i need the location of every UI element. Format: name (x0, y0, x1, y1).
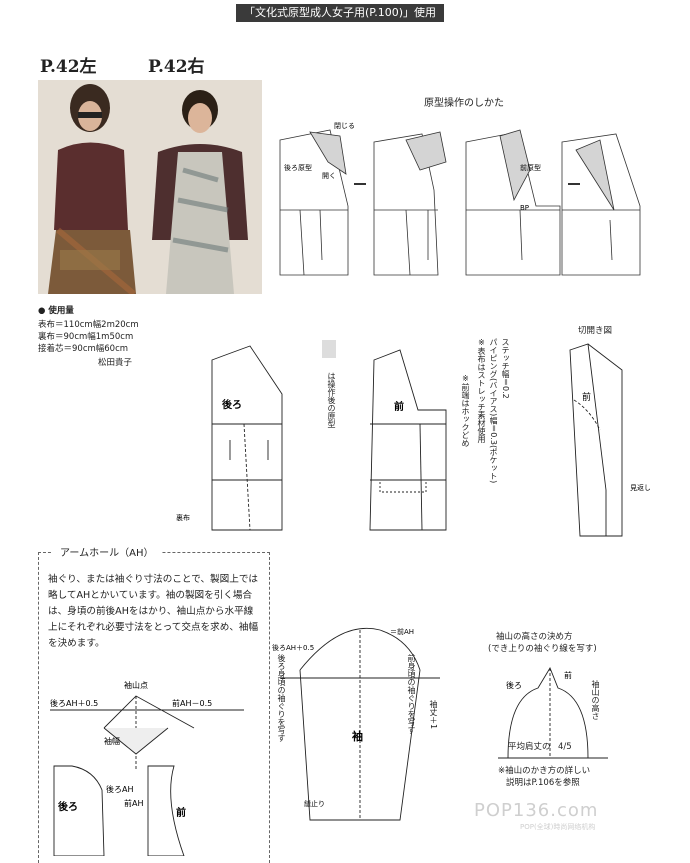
body-pattern-diagram: 後ろ 前 裏布 (176, 345, 447, 531)
armhole-back-label: 後ろ (58, 800, 78, 813)
ref-left: P.42左 (40, 57, 97, 77)
header-title: 「文化式原型成人女子用(P.100)」使用 (236, 4, 444, 22)
sleeve-label: 袖 (352, 729, 363, 743)
sodeyama-label: 袖山点 (124, 680, 148, 690)
usage-line-2: 裏布＝90cm幅1m50cm (38, 332, 134, 342)
back-piece-label: 後ろ (222, 398, 242, 411)
model-photo (38, 80, 262, 294)
material-note: ※表布はストレッチ素材使用 (477, 338, 486, 443)
label-bp: BP (520, 204, 529, 212)
front-piece-label: 前 (394, 400, 404, 413)
armhole-diagram: 袖山点 後ろAH＋0.5 前AH－0.5 袖幅 後ろ 後ろAH 前AH 前 (50, 680, 244, 856)
watermark-sub: POP(全球)時尚网络机构 (520, 823, 596, 831)
piping-note: パイピング(バイアス)幅＝0.3(ポケット) (489, 338, 498, 484)
lining-label: 裏布 (176, 513, 190, 522)
sleeve-height-front: 前 (564, 670, 572, 680)
armhole-front-ah: 前AH (124, 798, 144, 808)
copy-front-note: 前身頃の袖ぐりを写す (407, 654, 416, 734)
sleeve-height-subtitle: (でき上りの袖ぐり線を写す) (488, 644, 597, 654)
facing-label: 見返し (630, 484, 650, 492)
cutout-front-label: 前 (582, 391, 591, 403)
label-front-proto: 前原型 (520, 163, 541, 172)
sleeve-note-1: ※袖山のかき方の詳しい (498, 766, 591, 776)
armhole-front-label: 前 (176, 806, 186, 819)
sleeve-height-back: 後ろ (506, 680, 522, 690)
sleeve-stop: 縫止り (304, 799, 325, 808)
front-ah-label: 前AH－0.5 (172, 698, 212, 708)
kirihiraki-title: 切開き図 (578, 326, 613, 336)
avg-shoulder-label: 平均肩丈の (508, 742, 551, 752)
sleeve-pattern-diagram: 袖 後ろAH＋0.5 ＝前AH 縫止り (272, 627, 440, 821)
back-ah-label: 後ろAH＋0.5 (50, 698, 98, 708)
watermark-main: POP136.com (474, 800, 599, 821)
armhole-text: 袖ぐり、または袖ぐり寸法のことで、製図上では略してAHとかいています。袖の製図を… (48, 574, 259, 649)
stitch-note: ステッチ幅＝0.2 (501, 338, 510, 399)
usage-author: 松田貴子 (98, 358, 133, 368)
usage-line-3: 接着芯＝90cm幅60cm (38, 344, 129, 354)
operated-swatch (322, 340, 336, 358)
sleeve-width-label: 袖幅 (104, 736, 120, 746)
avg-shoulder-frac: 4/5 (558, 742, 572, 752)
sleeve-height-label: 袖山の高さ (591, 680, 600, 720)
usage-title: ● 使用量 (38, 306, 74, 316)
sleeve-height-title: 袖山の高さの決め方 (496, 632, 573, 642)
sleeve-length-note: 袖丈＋1 (429, 700, 438, 730)
cutout-diagram: 前 見返し (569, 343, 650, 537)
label-open: 開く (322, 172, 336, 180)
operation-title: 原型操作のしかた (424, 98, 504, 109)
label-close: 閉じる (334, 122, 355, 130)
sleeve-front-ah: ＝前AH (390, 627, 414, 636)
armhole-back-ah: 後ろAH (106, 784, 134, 794)
sleeve-back-ah: 後ろAH＋0.5 (272, 643, 314, 652)
sleeve-height-diagram: 後ろ 前 (498, 666, 608, 759)
prototype-operation-diagram: 後ろ原型 開く 閉じる 前原型 BP (279, 122, 641, 276)
copy-back-note: 後ろ身頃の袖ぐりを写す (277, 654, 286, 742)
ref-right: P.42右 (148, 57, 205, 77)
usage-line-1: 表布＝110cm幅2m20cm (38, 320, 139, 330)
label-back-proto: 後ろ原型 (284, 163, 312, 172)
hook-note: ※前端はホックどめ (461, 374, 470, 447)
armhole-title: アームホール（AH） (52, 544, 162, 559)
operated-note: は操作後の原型 (327, 372, 336, 428)
sleeve-note-2: 説明はP.106を参照 (506, 778, 580, 788)
